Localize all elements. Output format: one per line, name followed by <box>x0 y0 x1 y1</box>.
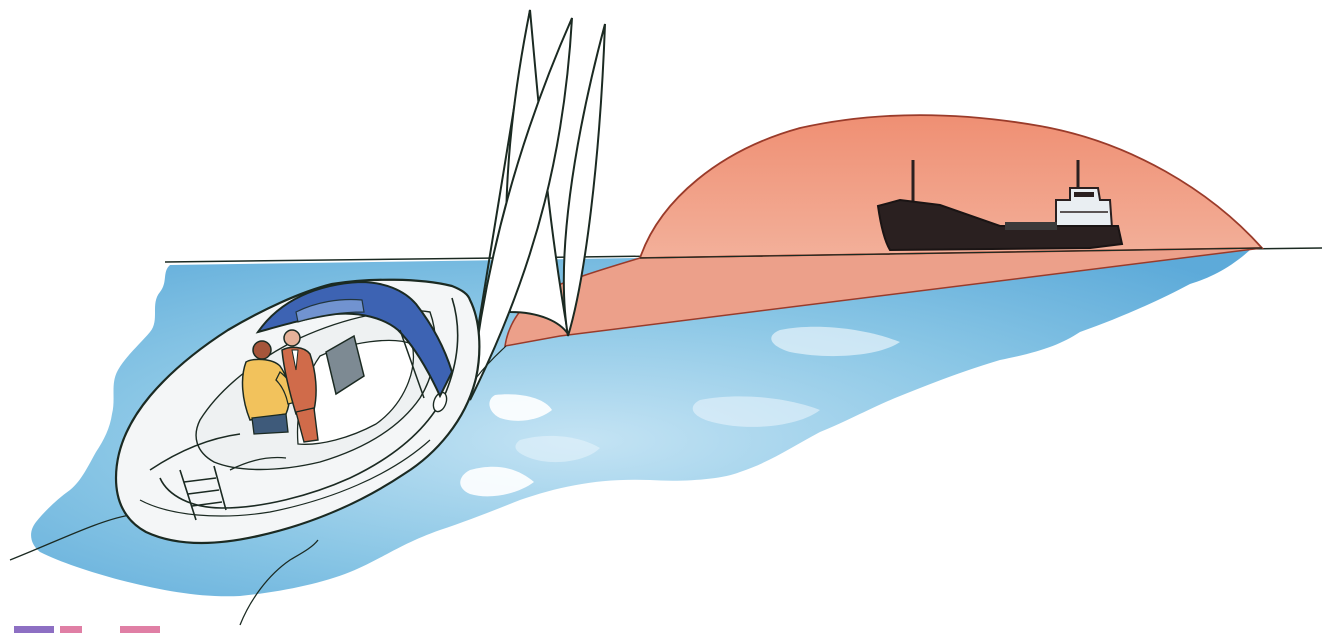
corner-marks <box>14 626 160 633</box>
